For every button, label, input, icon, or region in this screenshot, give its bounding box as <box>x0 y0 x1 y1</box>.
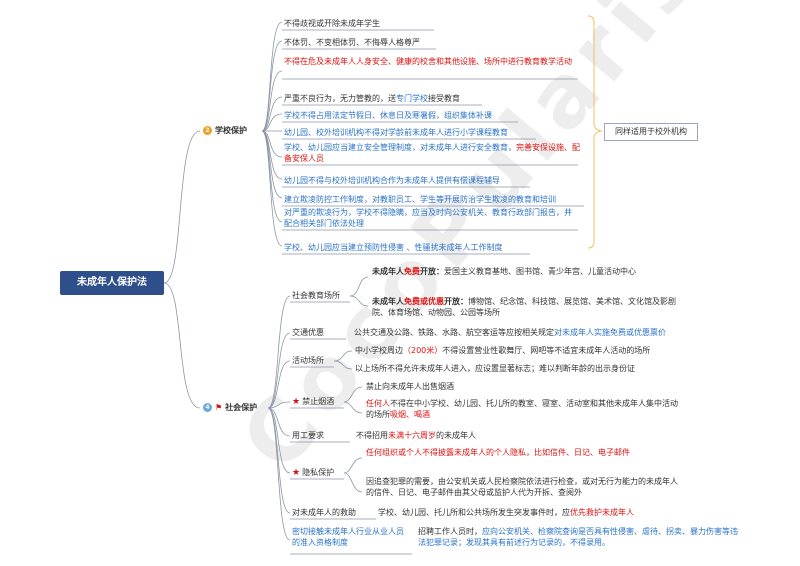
branch-school-label: 学校保护 <box>215 126 247 135</box>
social-privacy-label: ★隐私保护 <box>292 467 334 479</box>
school-item-9: 建立欺凌防控工作制度，对教职员工、学生等开展防治学生欺凌的教育和培训 <box>284 195 556 204</box>
discount-p4: 博物馆、纪念馆、科技馆、展览馆、美术馆、文化馆及影剧院、体育场馆、动物园、公园等… <box>372 297 676 317</box>
school-item-4-part2: 专门学校 <box>396 94 428 103</box>
ban-b-p1: 任何人 <box>366 399 390 408</box>
social-venue-a: 中小学校周边（200米）不得设置营业性歌舞厅、网吧等不适宜未成年人活动的场所 <box>355 345 650 356</box>
note-box[interactable]: 同样适用于校外机构 <box>604 123 698 141</box>
free-p1: 未成年人 <box>372 267 404 276</box>
ban-b-p2: 不得在中小学校、幼儿园、托儿所的教室、寝室、活动室和其他未成年人集中活动的场所 <box>366 399 678 419</box>
social-privacy-b: 因追查犯罪的需要，由公安机关或人民检察院依法进行检查，或对无行为能力的未成年人的… <box>366 477 678 497</box>
venue-a-p2: （200米） <box>403 346 443 355</box>
social-employ-text: 不得招用未满十六周岁的未成年人 <box>356 430 476 441</box>
social-employ-label: 用工要求 <box>292 431 324 440</box>
priority-2-icon: 2 <box>203 126 212 135</box>
school-item-1: 不得歧视或开除未成年学生 <box>284 19 380 28</box>
school-item-4: 严重不良行为，无力管教的，送专门学校接受教育 <box>284 93 460 104</box>
school-item-3: 不得在危及未成年人人身安全、健康的校舍和其他设施、场所中进行教育教学活动 <box>284 57 572 66</box>
social-qualify-text: 招聘工作人员时，应向公安机关、检察院查询是否具有性侵害、虐待、拐卖、暴力伤害等违… <box>418 526 742 548</box>
free-p2: 免费 <box>404 267 420 276</box>
social-traffic-text: 公共交通及公路、铁路、水路、航空客运等应按相关规定对未成年人实施免费或优惠票价 <box>354 327 666 338</box>
privacy-label-text: 隐私保护 <box>302 468 335 477</box>
ban-label-text: 禁止烟酒 <box>302 397 335 406</box>
school-item-7-part2: 完善安保设施、配备安保人员 <box>284 143 580 163</box>
social-edu-free: 未成年人免费开放：爱国主义教育基地、图书馆、青少年宫、儿童活动中心 <box>372 266 662 277</box>
social-rescue-label: 对未成年人的救助 <box>292 508 356 517</box>
social-edu-label: 社会教育场所 <box>292 291 340 300</box>
note-text: 同样适用于校外机构 <box>615 127 687 136</box>
school-item-11: 学校、幼儿园应当建立预防性侵害 、性骚扰未成年人工作制度 <box>284 243 503 252</box>
free-p3: 开放： <box>420 267 444 276</box>
social-venue-b: 以上场所不得允许未成年人进入，应设置显著标志；难以判断年龄的出示身份证 <box>355 364 635 373</box>
social-ban-label: ★禁止烟酒 <box>292 396 334 408</box>
discount-p1: 未成年人 <box>372 297 404 306</box>
school-item-2: 不体罚、不变相体罚、不侮辱人格尊严 <box>284 38 420 47</box>
school-item-7-part1: 学校、幼儿园应当建立安全管理制度，对未成年人进行安全教育， <box>284 143 516 152</box>
school-item-6: 幼儿园、校外培训机构不得对学龄前未成年人进行小学课程教育 <box>284 128 508 137</box>
star-icon: ★ <box>292 468 301 478</box>
social-ban-a: 禁止向未成年人出售烟酒 <box>366 382 454 391</box>
social-ban-b: 任何人不得在中小学校、幼儿园、托儿所的教室、寝室、活动室和其他未成年人集中活动的… <box>366 398 684 420</box>
flag-icon: ⚑ <box>215 403 223 412</box>
traffic-p1: 公共交通及公路、铁路、水路、航空客运等应按相关规定 <box>354 328 554 337</box>
social-qualify-label: 密切接触未成年人行业从业人员的准入资格制度 <box>292 527 404 547</box>
social-edu-discount: 未成年人免费或优惠开放：博物馆、纪念馆、科技馆、展览馆、美术馆、文化馆及影剧院、… <box>372 296 682 318</box>
qualify-p2: 应向公安机关、检察院查询是否具有性侵害、虐待、拐卖、暴力伤害等违法犯罪记录；发现… <box>418 527 738 547</box>
school-item-7: 学校、幼儿园应当建立安全管理制度，对未成年人进行安全教育，完善安保设施、配备安保… <box>284 142 580 164</box>
employ-p1: 不得招用 <box>356 431 388 440</box>
branch-social-label: 社会保护 <box>225 403 258 412</box>
school-item-4-part1: 严重不良行为，无力管教的，送 <box>284 94 396 103</box>
social-venue-label: 活动场所 <box>292 356 324 365</box>
venue-a-p3: 不得设置营业性歌舞厅、网吧等不适宜未成年人活动的场所 <box>442 346 651 355</box>
free-p4: 爱国主义教育基地、图书馆、青少年宫、儿童活动中心 <box>444 267 636 276</box>
discount-p2: 免费或优惠 <box>404 297 444 306</box>
branch-social[interactable]: 4⚑社会保护 <box>203 401 257 415</box>
school-item-10: 对严重的欺凌行为，学校不得隐瞒，应当及时向公安机关、教育行政部门报告，并配合相关… <box>284 208 572 228</box>
school-item-8: 幼儿园不得与校外培训机构合作为未成年人提供有偿课程辅导 <box>284 176 500 185</box>
star-icon: ★ <box>292 397 301 407</box>
rescue-p2: 优先救护未成年人 <box>570 508 634 517</box>
school-item-4-part3: 接受教育 <box>428 94 460 103</box>
school-item-5: 学校不得占用法定节假日、休息日及寒暑假，组织集体补课 <box>284 111 492 120</box>
social-privacy-a: 任何组织或个人不得披露未成年人的个人隐私，比如信件、日记、电子邮件 <box>366 448 630 457</box>
employ-p3: 的未成年人 <box>436 431 476 440</box>
ban-b-p3: 吸烟、喝酒 <box>390 410 430 419</box>
root-topic[interactable]: 未成年人保护法 <box>60 271 164 295</box>
discount-p3: 开放： <box>444 297 468 306</box>
qualify-p1: 招聘工作人员时， <box>418 527 482 536</box>
social-rescue-text: 学校、幼儿园、托儿所和公共场所发生突发事件时，应优先救护未成年人 <box>378 507 634 518</box>
venue-a-p1: 中小学校周边 <box>355 346 403 355</box>
rescue-p1: 学校、幼儿园、托儿所和公共场所发生突发事件时，应 <box>378 508 570 517</box>
traffic-p2: 对未成年人实施免费或优惠票价 <box>554 328 666 337</box>
social-traffic-label: 交通优惠 <box>292 328 324 337</box>
employ-p2: 未满十六周岁 <box>388 431 436 440</box>
priority-4-icon: 4 <box>203 403 212 412</box>
